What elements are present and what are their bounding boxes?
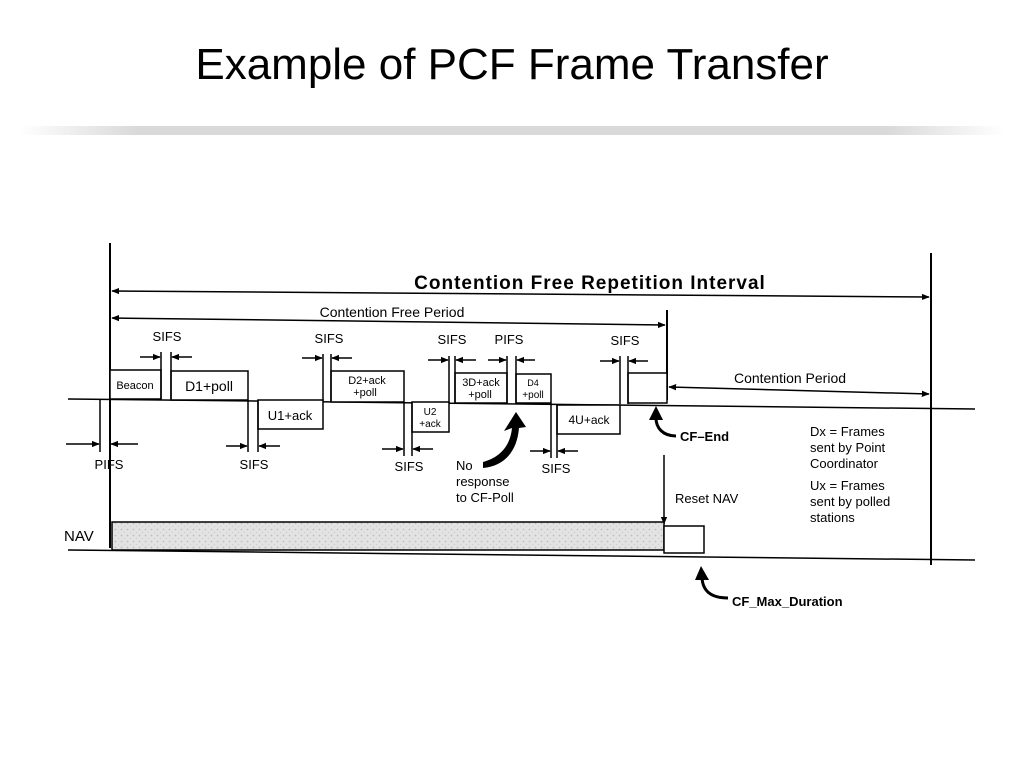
pifs-start: PIFS <box>66 440 138 472</box>
svg-text:+poll: +poll <box>468 389 492 401</box>
cf-end-hook-arrow <box>654 417 677 438</box>
svg-text:+ack: +ack <box>419 419 441 430</box>
svg-text:4U+ack: 4U+ack <box>568 413 610 427</box>
sifs-d1-u1: SIFS <box>226 442 280 472</box>
svg-text:sent by polled: sent by polled <box>810 494 890 509</box>
frame-u2-ack: U2 +ack <box>411 401 450 433</box>
frame-d3-ack-poll: 3D+ack +poll <box>454 372 508 404</box>
svg-text:U2: U2 <box>424 407 437 418</box>
cf-end-label: CF–End <box>680 429 729 444</box>
svg-text:+poll: +poll <box>522 390 543 401</box>
svg-text:SIFS: SIFS <box>611 333 640 348</box>
cfp-arrow <box>111 314 666 329</box>
sifs-u1-d2: SIFS <box>302 331 352 362</box>
gap-ticks <box>99 352 629 458</box>
svg-text:SIFS: SIFS <box>395 459 424 474</box>
svg-text:stations: stations <box>810 510 855 525</box>
svg-text:PIFS: PIFS <box>495 332 524 347</box>
cfri-arrow <box>111 287 930 301</box>
svg-text:3D+ack: 3D+ack <box>462 377 500 389</box>
nav-label: NAV <box>64 528 94 545</box>
cf-max-duration-label: CF_Max_Duration <box>732 594 843 609</box>
pifs-d3-d4: PIFS <box>488 332 535 364</box>
svg-text:SIFS: SIFS <box>438 332 467 347</box>
svg-text:D4: D4 <box>527 378 539 388</box>
svg-text:PIFS: PIFS <box>95 457 124 472</box>
svg-text:No: No <box>456 458 473 473</box>
cfp-label: Contention Free Period <box>320 304 465 320</box>
svg-text:to CF-Poll: to CF-Poll <box>456 490 514 505</box>
svg-text:D2+ack: D2+ack <box>348 375 386 387</box>
reset-nav-label: Reset NAV <box>675 491 739 506</box>
sifs-u4-cfend: SIFS <box>600 333 648 365</box>
frame-beacon: Beacon <box>109 369 162 400</box>
svg-text:SIFS: SIFS <box>240 457 269 472</box>
cf-max-duration-arrowhead <box>695 566 709 580</box>
svg-text:+poll: +poll <box>353 387 377 399</box>
sifs-u2-d3: SIFS <box>428 332 476 364</box>
title-divider <box>20 126 1004 135</box>
svg-text:U1+ack: U1+ack <box>268 408 313 423</box>
cfri-label: Contention Free Repetition Interval <box>414 273 766 294</box>
nav-baseline <box>67 549 976 561</box>
cp-arrow <box>668 383 930 398</box>
svg-text:response: response <box>456 474 509 489</box>
svg-text:Ux = Frames: Ux = Frames <box>810 478 885 493</box>
svg-text:D1+poll: D1+poll <box>185 378 233 394</box>
svg-text:Coordinator: Coordinator <box>810 456 879 471</box>
frame-u4-ack: 4U+ack <box>556 404 621 435</box>
nav-duration-bar <box>111 521 665 551</box>
slide-title: Example of PCF Frame Transfer <box>195 40 829 89</box>
svg-text:sent by Point: sent by Point <box>810 440 886 455</box>
svg-text:SIFS: SIFS <box>542 461 571 476</box>
svg-text:Beacon: Beacon <box>116 380 153 392</box>
svg-text:Dx = Frames: Dx = Frames <box>810 424 885 439</box>
legend-ux: Ux = Frames sent by polled stations <box>810 478 890 525</box>
frame-u1-ack: U1+ack <box>257 399 324 430</box>
cf-max-duration-hook-arrow <box>700 577 729 600</box>
cp-label: Contention Period <box>734 370 846 386</box>
no-response-arrow <box>483 412 526 468</box>
no-response-note: No response to CF-Poll <box>456 458 514 505</box>
sifs-d4-u4: SIFS <box>530 447 578 476</box>
sifs-d2-u2: SIFS <box>382 445 433 474</box>
sifs-beacon-d1: SIFS <box>140 329 192 361</box>
nav-max-extension <box>663 525 705 554</box>
frame-d4-poll: D4 +poll <box>515 373 552 404</box>
svg-text:SIFS: SIFS <box>153 329 182 344</box>
frame-d2-ack-poll: D2+ack +poll <box>330 370 405 403</box>
cf-end-arrowhead <box>649 406 663 420</box>
svg-text:SIFS: SIFS <box>315 331 344 346</box>
legend-dx: Dx = Frames sent by Point Coordinator <box>810 424 886 471</box>
frame-cf-end <box>627 372 668 404</box>
frame-d1-poll: D1+poll <box>170 370 249 401</box>
